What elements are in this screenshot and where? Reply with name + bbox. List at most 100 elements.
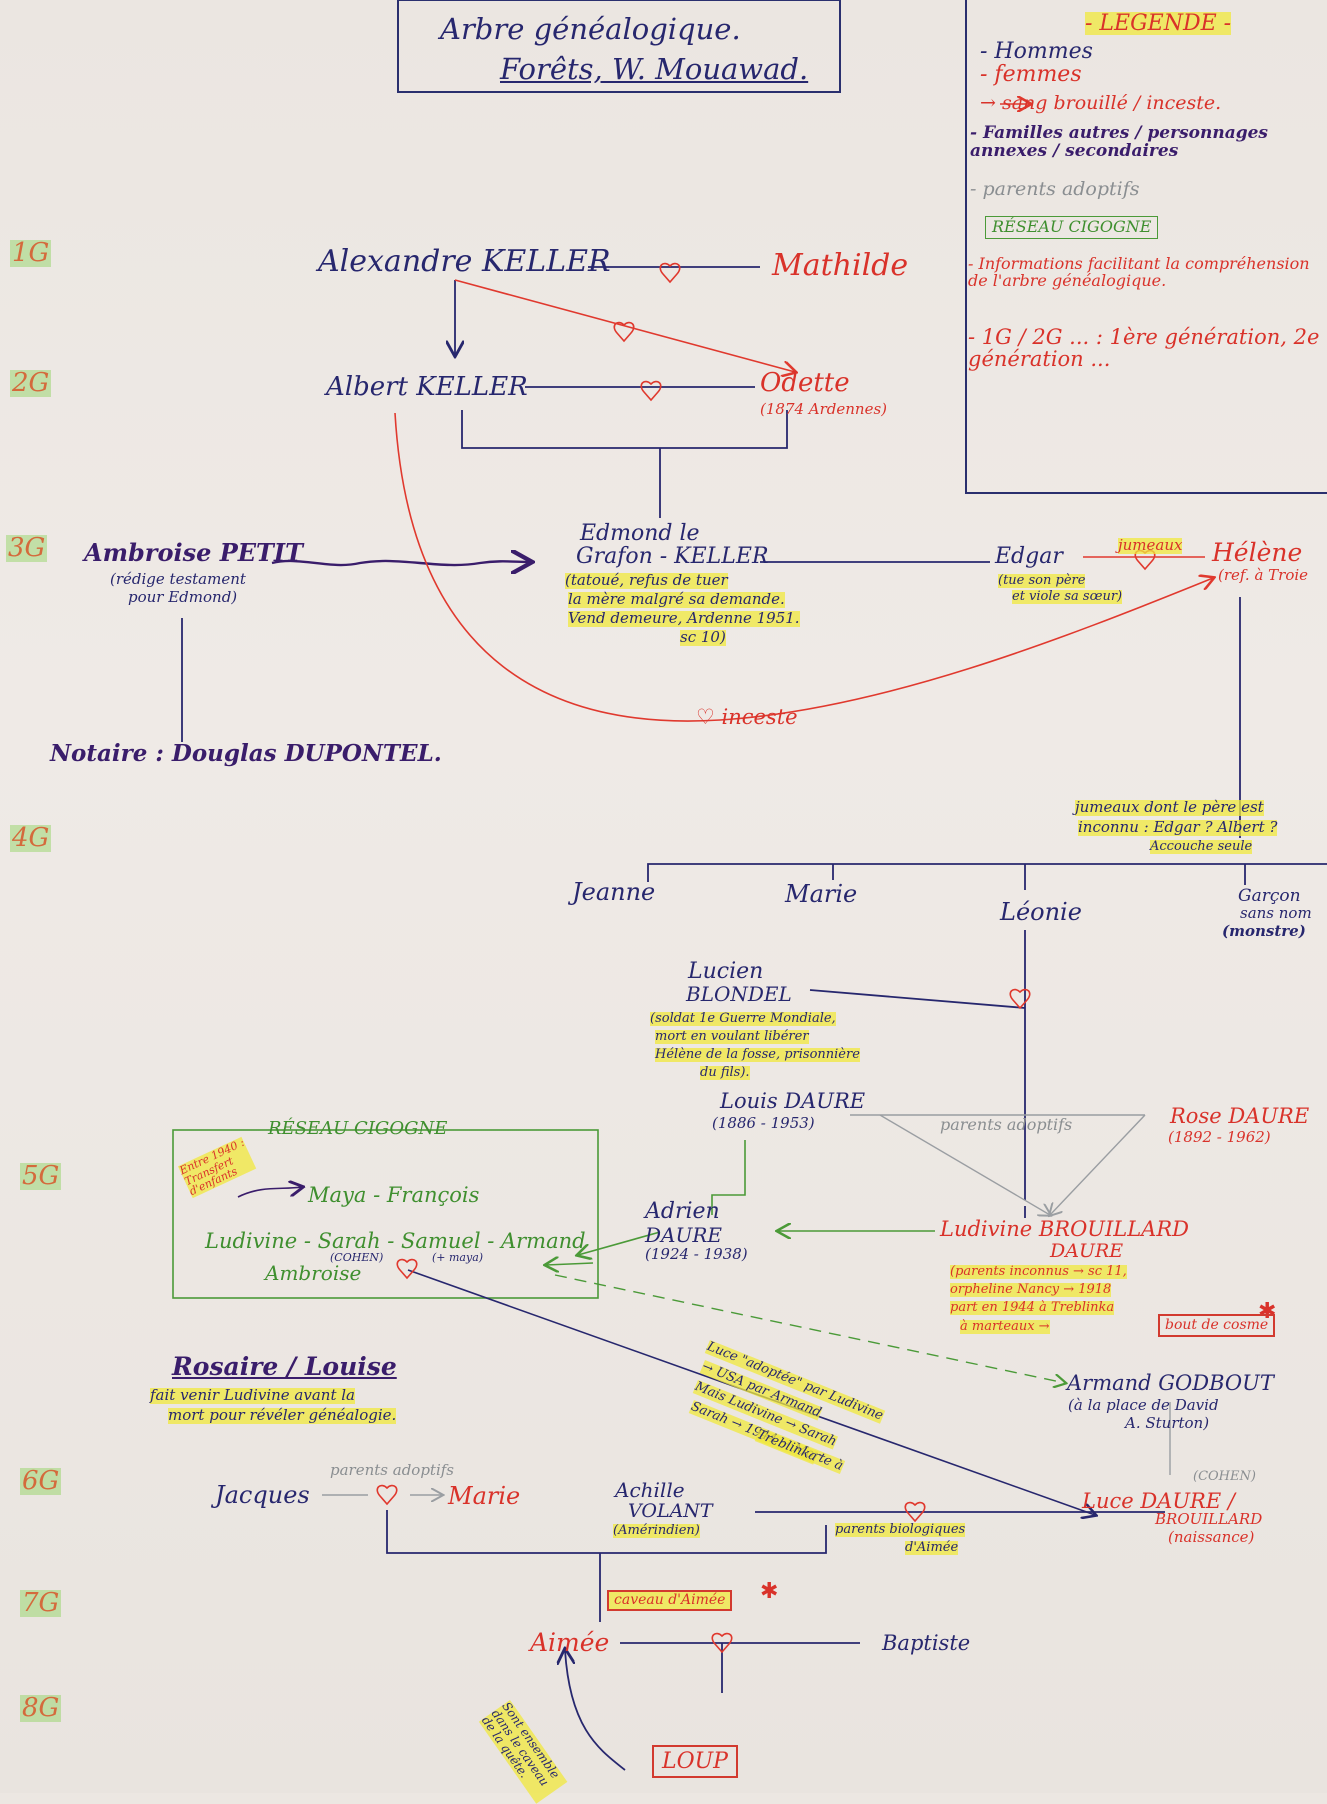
- rose-dates: (1892 - 1962): [1168, 1128, 1271, 1146]
- person-mathilde: Mathilde: [772, 248, 909, 283]
- lucien-note-3: Hélène de la fosse, prisonnière: [655, 1047, 860, 1062]
- jumeaux-label: jumeaux: [1118, 536, 1183, 554]
- person-louis-daure: Louis DAURE: [720, 1089, 866, 1113]
- odette-note: (1874 Ardennes): [760, 400, 888, 418]
- parents-bio-1: parents biologiques: [835, 1522, 966, 1537]
- title-line1: Arbre généalogique.: [440, 12, 741, 46]
- caveau-box: caveau d'Aimée: [607, 1590, 733, 1611]
- parents-adoptifs-5g: parents adoptifs: [940, 1115, 1073, 1134]
- edmond-note-2: la mère malgré sa demande.: [568, 590, 785, 608]
- person-lucien-line1: Lucien: [688, 959, 764, 984]
- person-ambroise-petit: Ambroise PETIT: [84, 538, 303, 567]
- title-line2: Forêts, W. Mouawad.: [500, 52, 809, 86]
- legend-item-sang: → sang brouillé / inceste.: [980, 92, 1222, 114]
- ambroise-note-1: (rédige testament: [110, 570, 246, 588]
- ludivine-note-1: (parents inconnus → sc 11,: [950, 1264, 1127, 1279]
- edmond-note-3: Vend demeure, Ardenne 1951.: [568, 609, 800, 627]
- adrien-dates: (1924 - 1938): [645, 1245, 748, 1263]
- person-armand-godbout: Armand GODBOUT: [1067, 1371, 1274, 1395]
- edmond-note-4: sc 10): [680, 628, 726, 646]
- person-marie-6g: Marie: [448, 1482, 521, 1510]
- armand-note-1: (à la place de David: [1068, 1396, 1219, 1414]
- maya-small: (+ maya): [432, 1251, 484, 1264]
- person-rose-daure: Rose DAURE: [1170, 1104, 1310, 1128]
- person-aimee: Aimée: [530, 1628, 610, 1657]
- person-leonie: Léonie: [1000, 898, 1082, 926]
- person-garcon-line2: sans nom: [1240, 904, 1312, 922]
- person-loup: LOUP: [652, 1745, 738, 1779]
- rosaire-note-1: fait venir Ludivine avant la: [150, 1386, 355, 1404]
- legend-item-hommes: - Hommes: [980, 39, 1093, 64]
- person-jacques: Jacques: [215, 1481, 310, 1509]
- person-garcon-line1: Garçon: [1238, 886, 1301, 906]
- person-edmond-line1: Edmond le: [580, 521, 700, 546]
- person-albert-keller: Albert KELLER: [326, 372, 528, 402]
- helene-note: (ref. à Troie: [1218, 566, 1309, 584]
- person-adrien-line2: DAURE: [645, 1223, 722, 1247]
- person-adrien-line1: Adrien: [645, 1199, 720, 1224]
- lucien-note-2: mort en voulant libérer: [655, 1029, 809, 1044]
- edgar-note-2: et viole sa sœur): [1012, 589, 1123, 604]
- armand-note-2: A. Sturton): [1125, 1414, 1210, 1432]
- parents-bio-2: d'Aimée: [905, 1540, 959, 1555]
- legend-item-familles: - Familles autres / personnages annexes …: [970, 123, 1268, 161]
- person-ludivine-sarah-samuel-armand: Ludivine - Sarah - Samuel - Armand: [205, 1229, 586, 1253]
- legend-heading: - LEGENDE -: [1085, 11, 1232, 36]
- person-luce-line3: (naissance): [1168, 1528, 1255, 1546]
- legend-item-parents-adoptifs: - parents adoptifs: [970, 178, 1140, 200]
- person-lucien-line2: BLONDEL: [686, 982, 792, 1006]
- jumeaux-note-2: inconnu : Edgar ? Albert ?: [1078, 818, 1278, 836]
- legend-item-reseau: RÉSEAU CIGOGNE: [985, 216, 1159, 239]
- person-ambroise-reseau: Ambroise: [265, 1261, 362, 1285]
- lucien-note-4: du fils).: [700, 1065, 750, 1080]
- inceste-label: ♡ inceste: [696, 705, 798, 729]
- achille-note: (Amérindien): [613, 1523, 700, 1538]
- person-alexandre-keller: Alexandre KELLER: [318, 244, 611, 279]
- jumeaux-note-1: jumeaux dont le père est: [1075, 798, 1264, 816]
- person-garcon-line3: (monstre): [1222, 922, 1306, 940]
- person-baptiste: Baptiste: [882, 1631, 971, 1655]
- generation-label-8g: 8G: [20, 1693, 62, 1723]
- person-ludivine-line2: DAURE: [1050, 1240, 1124, 1262]
- jumeaux-note-3: Accouche seule: [1150, 839, 1253, 854]
- person-achille-line1: Achille: [615, 1478, 685, 1502]
- person-luce-line2: BROUILLARD: [1155, 1510, 1263, 1528]
- legend-item-informations: - Informations facilitant la compréhensi…: [968, 254, 1310, 290]
- person-maya-francois: Maya - François: [308, 1183, 480, 1207]
- person-ludivine-line1: Ludivine BROUILLARD: [940, 1217, 1189, 1241]
- reseau-title: RÉSEAU CIGOGNE: [268, 1118, 448, 1139]
- ambroise-note-2: pour Edmond): [128, 588, 238, 606]
- lucien-note-1: (soldat 1e Guerre Mondiale,: [650, 1011, 836, 1026]
- svg-text:✱: ✱: [1258, 1299, 1276, 1324]
- generation-label-2g: 2G: [10, 368, 52, 398]
- bout-de-cosme-box: bout de cosme: [1158, 1314, 1276, 1337]
- edgar-note-1: (tue son père: [998, 573, 1086, 588]
- ludivine-note-4: à marteaux →: [960, 1319, 1050, 1334]
- generation-label-4g: 4G: [10, 823, 52, 853]
- person-helene: Hélène: [1212, 538, 1303, 567]
- edmond-note-1: (tatoué, refus de tuer: [565, 571, 728, 589]
- person-achille-line2: VOLANT: [628, 1500, 713, 1522]
- person-notaire: Notaire : Douglas DUPONTEL.: [50, 740, 442, 767]
- person-luce-line1: Luce DAURE /: [1082, 1489, 1235, 1513]
- generation-label-3g: 3G: [6, 533, 48, 563]
- generation-label-1g: 1G: [10, 238, 52, 268]
- generation-label-7g: 7G: [20, 1588, 62, 1618]
- legend-item-generations: - 1G / 2G ... : 1ère génération, 2e géné…: [968, 325, 1320, 372]
- generation-label-6g: 6G: [20, 1466, 62, 1496]
- person-edgar: Edgar: [995, 544, 1063, 569]
- louis-dates: (1886 - 1953): [712, 1114, 815, 1132]
- legend-item-femmes: - femmes: [980, 62, 1082, 87]
- generation-label-5g: 5G: [20, 1161, 62, 1191]
- person-edmond-line2: Grafon - KELLER: [576, 544, 769, 569]
- person-jeanne: Jeanne: [572, 878, 656, 906]
- ludivine-note-2: orpheline Nancy → 1918: [950, 1282, 1112, 1297]
- person-odette: Odette: [760, 368, 850, 398]
- cohen-luce: (COHEN): [1193, 1469, 1256, 1484]
- person-rosaire-louise: Rosaire / Louise: [172, 1352, 397, 1381]
- svg-text:✱: ✱: [760, 1579, 778, 1604]
- rosaire-note-2: mort pour révéler généalogie.: [168, 1406, 397, 1424]
- person-marie-4g: Marie: [785, 880, 858, 908]
